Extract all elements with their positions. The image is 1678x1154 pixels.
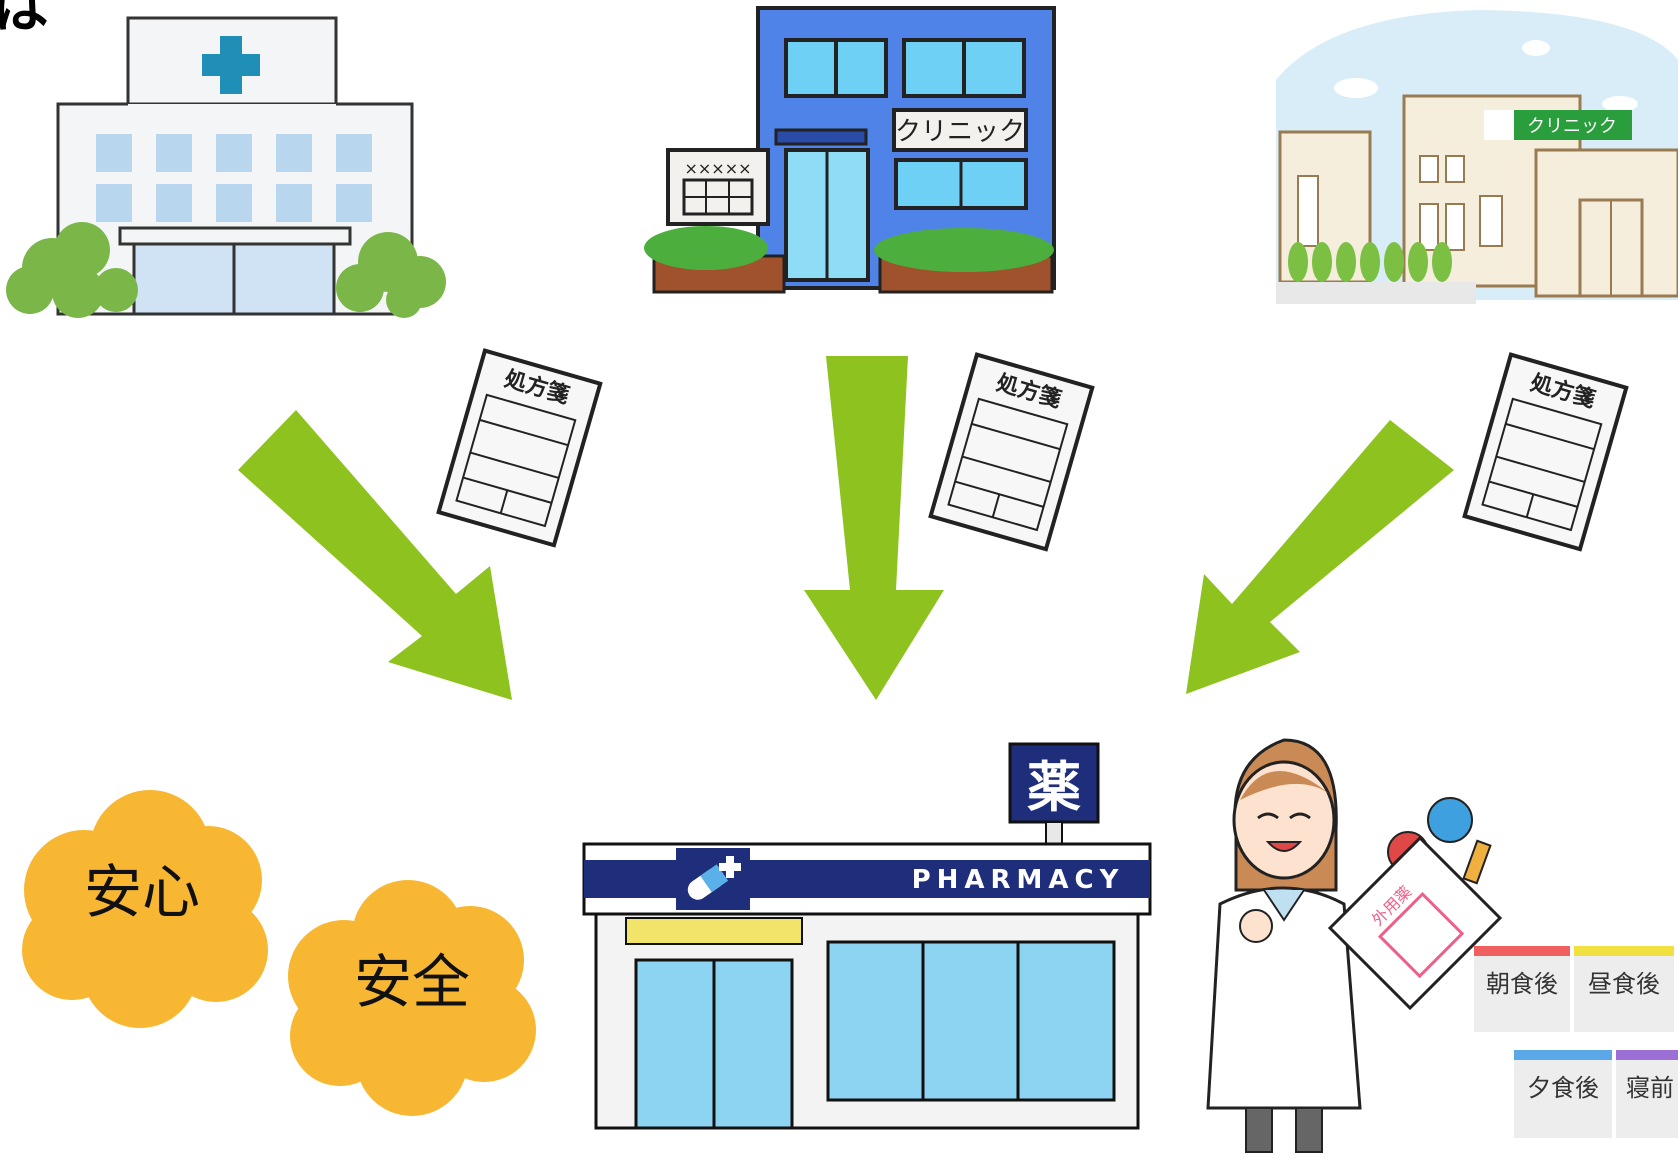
medicine-packet-bedtime: 寝前 bbox=[1616, 1050, 1678, 1138]
arrow-icon bbox=[238, 410, 512, 700]
prescription-document-icon: 処方箋 bbox=[436, 348, 603, 548]
prescription-document-icon: 処方箋 bbox=[928, 352, 1095, 552]
prescription-document-icon: 処方箋 bbox=[1462, 352, 1629, 552]
packet-label: 夕食後 bbox=[1527, 1074, 1599, 1102]
packet-label: 寝前 bbox=[1626, 1074, 1674, 1102]
clinic-sign-label: クリニック bbox=[895, 117, 1025, 147]
pharmacy-store-icon: 薬 PHARMACY bbox=[582, 742, 1152, 1130]
capsule-icon bbox=[687, 856, 741, 900]
pharmacy-kanji-sign: 薬 bbox=[1027, 756, 1081, 819]
corner-text-fragment: ば bbox=[0, 0, 50, 40]
cloud-label-anshin: 安心 bbox=[84, 858, 200, 926]
medical-cross-icon bbox=[202, 36, 260, 94]
medicine-bag-icon: 外用薬 bbox=[1327, 797, 1503, 1011]
medicine-packet-noon: 昼食後 bbox=[1574, 946, 1674, 1032]
pharmacist-person-icon bbox=[1206, 738, 1362, 1153]
medicine-packet-morning: 朝食後 bbox=[1474, 946, 1570, 1032]
clinic-board-text: ××××× bbox=[684, 159, 751, 178]
hospital-icon bbox=[6, 16, 446, 318]
anshin-cloud bbox=[22, 790, 268, 1028]
clinic-sign-label-2: クリニック bbox=[1527, 116, 1617, 137]
arrow-icon bbox=[804, 356, 944, 700]
cloud-label-anzen: 安全 bbox=[354, 948, 470, 1016]
pharmacy-sign-label: PHARMACY bbox=[912, 865, 1125, 895]
packet-label: 朝食後 bbox=[1486, 970, 1558, 998]
clinic-beige-building: クリニック bbox=[1276, 10, 1678, 304]
anzen-cloud bbox=[288, 880, 536, 1116]
medicine-packet-evening: 夕食後 bbox=[1514, 1050, 1612, 1138]
clinic-blue-building: クリニック ××××× bbox=[644, 6, 1056, 294]
arrow-icon bbox=[1186, 420, 1454, 694]
packet-label: 昼食後 bbox=[1588, 970, 1660, 998]
